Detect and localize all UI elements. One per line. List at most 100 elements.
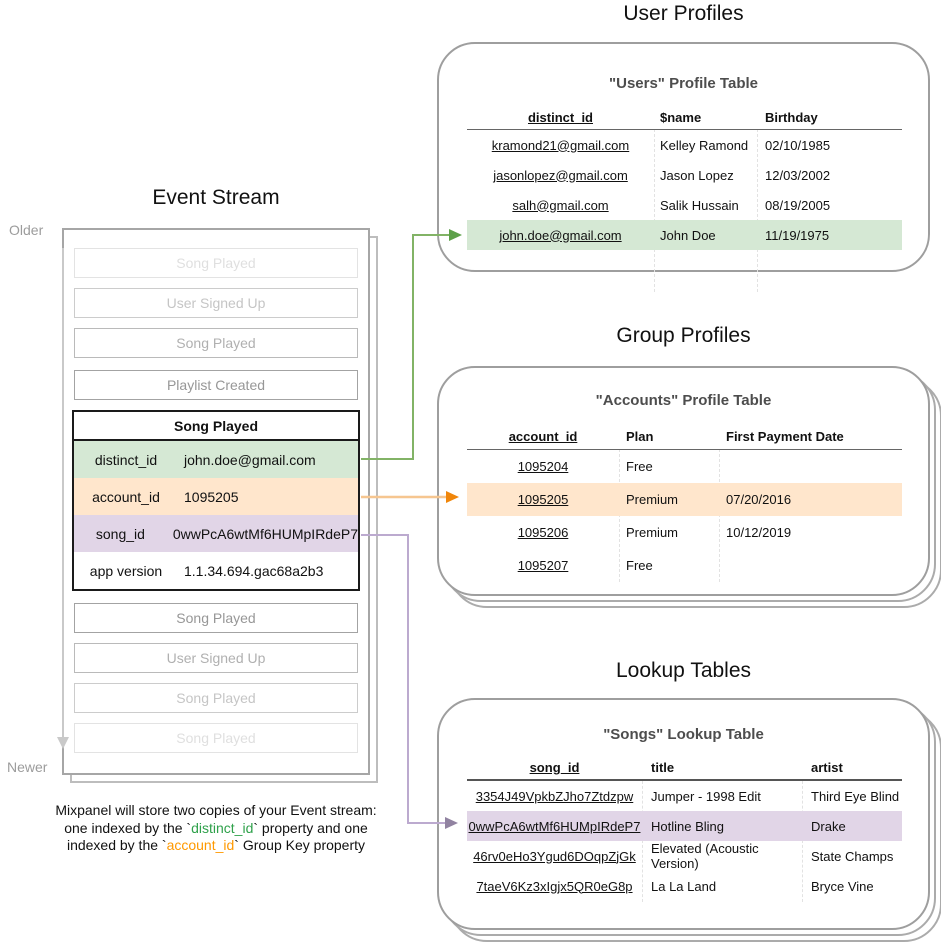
song-title-cell: Jumper - 1998 Edit <box>651 788 761 804</box>
users-table-title: "Users" Profile Table <box>609 75 758 92</box>
songs-table: song_id title artist 3354J49VpkbZJho7Ztd… <box>467 755 902 901</box>
event-property-song-id: song_id 0wwPcA6wtMf6HUMpIRdeP7 <box>74 515 358 552</box>
timeline-older-label: Older <box>9 222 44 238</box>
column-separator <box>654 129 655 292</box>
songs-table-title: "Songs" Lookup Table <box>603 726 764 743</box>
event-stream-caption: Mixpanel will store two copies of your E… <box>55 802 377 853</box>
caption-line1: Mixpanel will store two copies of your E… <box>55 802 377 818</box>
name-cell: John Doe <box>660 227 716 243</box>
property-value: 0wwPcA6wtMf6HUMpIRdeP7 <box>172 525 358 542</box>
table-row-highlighted-orange: 1095205 Premium 07/20/2016 <box>467 483 902 516</box>
event-row: Song Played <box>74 603 358 633</box>
distinct-id-keyword: distinct_id <box>191 819 254 836</box>
event-row: Song Played <box>74 248 358 278</box>
users-profile-card: "Users" Profile Table distinct_id $name … <box>437 42 930 292</box>
event-row: User Signed Up <box>74 288 358 318</box>
property-key: account_id <box>92 488 160 505</box>
timeline-newer-label: Newer <box>7 759 48 775</box>
column-header: artist <box>811 759 843 775</box>
group-profiles-title: Group Profiles <box>616 324 751 347</box>
song-id-cell: 3354J49VpkbZJho7Ztdzpw <box>475 788 634 804</box>
distinct-id-cell: kramond21@gmail.com <box>491 137 630 153</box>
song-title-cell: Elevated (Acoustic Version) <box>651 841 759 871</box>
plan-cell: Free <box>626 558 653 573</box>
table-row: 7taeV6Kz3xIgjx5QR0eG8p La La Land Bryce … <box>467 871 902 901</box>
table-row-highlighted-green: john.doe@gmail.com John Doe 11/19/1975 <box>467 220 902 250</box>
header-divider <box>467 129 902 130</box>
property-key: song_id <box>95 525 145 542</box>
table-header-row: distinct_id $name Birthday <box>467 105 902 129</box>
selected-event-name: Song Played <box>74 412 358 441</box>
table-row: 1095206 Premium 10/12/2019 <box>467 516 902 549</box>
name-cell: Salik Hussain <box>660 197 739 213</box>
header-divider <box>467 449 902 450</box>
event-property-distinct-id: distinct_id john.doe@gmail.com <box>74 441 358 478</box>
name-cell: Kelley Ramond <box>660 137 749 153</box>
song-id-cell: 46rv0eHo3Ygud6DOqpZjGk <box>473 848 636 864</box>
table-header-row: account_id Plan First Payment Date <box>467 423 902 449</box>
selected-event-card: Song Played distinct_id john.doe@gmail.c… <box>72 410 360 591</box>
event-row: Song Played <box>74 723 358 753</box>
account-id-cell: 1095204 <box>517 459 569 474</box>
event-row: Song Played <box>74 328 358 358</box>
table-row: jasonlopez@gmail.com Jason Lopez 12/03/2… <box>467 160 902 190</box>
account-id-cell: 1095205 <box>517 492 569 507</box>
accounts-table: account_id Plan First Payment Date 10952… <box>467 423 902 582</box>
event-property-account-id: account_id 1095205 <box>74 478 358 515</box>
property-value: john.doe@gmail.com <box>184 451 316 468</box>
column-header: Plan <box>626 428 654 444</box>
artist-cell: State Champs <box>811 848 894 864</box>
account-id-keyword: account_id <box>166 837 235 853</box>
table-row-highlighted-purple: 0wwPcA6wtMf6HUMpIRdeP7 Hotline Bling Dra… <box>467 811 902 841</box>
column-header: $name <box>660 109 702 125</box>
birthday-cell: 11/19/1975 <box>765 227 830 243</box>
column-header: distinct_id <box>527 109 593 125</box>
distinct-id-cell: jasonlopez@gmail.com <box>493 167 628 183</box>
song-id-cell: 0wwPcA6wtMf6HUMpIRdeP7 <box>468 818 641 834</box>
event-row: Playlist Created <box>74 370 358 400</box>
user-profiles-title: User Profiles <box>623 2 744 25</box>
event-row: Song Played <box>74 683 358 713</box>
artist-cell: Drake <box>811 818 846 834</box>
event-row: User Signed Up <box>74 643 358 673</box>
lookup-tables-title: Lookup Tables <box>615 659 752 682</box>
plan-cell: Premium <box>626 525 679 540</box>
column-separator <box>802 781 803 902</box>
plan-cell: Premium <box>626 492 679 507</box>
column-header: song_id <box>529 759 580 775</box>
table-row: kramond21@gmail.com Kelley Ramond 02/10/… <box>467 130 902 160</box>
accounts-table-title: "Accounts" Profile Table <box>595 392 772 409</box>
table-row: 46rv0eHo3Ygud6DOqpZjGk Elevated (Acousti… <box>467 841 902 871</box>
songs-lookup-card: "Songs" Lookup Table song_id title artis… <box>437 698 930 930</box>
header-divider <box>467 779 902 781</box>
column-separator <box>757 129 758 292</box>
birthday-cell: 02/10/1985 <box>765 137 831 153</box>
name-cell: Jason Lopez <box>660 167 734 183</box>
table-row: salh@gmail.com Salik Hussain 08/19/2005 <box>467 190 902 220</box>
first-payment-cell: 07/20/2016 <box>726 492 792 507</box>
column-header: Birthday <box>765 109 818 125</box>
distinct-id-cell: salh@gmail.com <box>512 197 609 213</box>
property-key: app version <box>89 562 163 579</box>
first-payment-cell: 10/12/2019 <box>726 525 792 540</box>
distinct-id-cell: john.doe@gmail.com <box>499 227 622 243</box>
accounts-profile-card: "Accounts" Profile Table account_id Plan… <box>437 366 930 596</box>
property-value: 1.1.34.694.gac68a2b3 <box>184 562 324 579</box>
table-row: 1095207 Free <box>467 549 902 582</box>
event-property-app-version: app version 1.1.34.694.gac68a2b3 <box>74 552 358 589</box>
song-id-cell: 7taeV6Kz3xIgjx5QR0eG8p <box>476 878 633 894</box>
table-header-row: song_id title artist <box>467 755 902 779</box>
column-header: First Payment Date <box>726 428 844 444</box>
artist-cell: Third Eye Blind <box>811 788 900 804</box>
account-id-cell: 1095206 <box>517 525 569 540</box>
table-row: 3354J49VpkbZJho7Ztdzpw Jumper - 1998 Edi… <box>467 781 902 811</box>
account-id-cell: 1095207 <box>517 558 569 573</box>
song-title-cell: Hotline Bling <box>651 818 724 834</box>
column-separator <box>642 781 643 902</box>
column-header: account_id <box>508 428 578 444</box>
birthday-cell: 08/19/2005 <box>765 197 831 213</box>
plan-cell: Free <box>626 459 653 474</box>
property-value: 1095205 <box>184 488 239 505</box>
table-row: 1095204 Free <box>467 450 902 483</box>
